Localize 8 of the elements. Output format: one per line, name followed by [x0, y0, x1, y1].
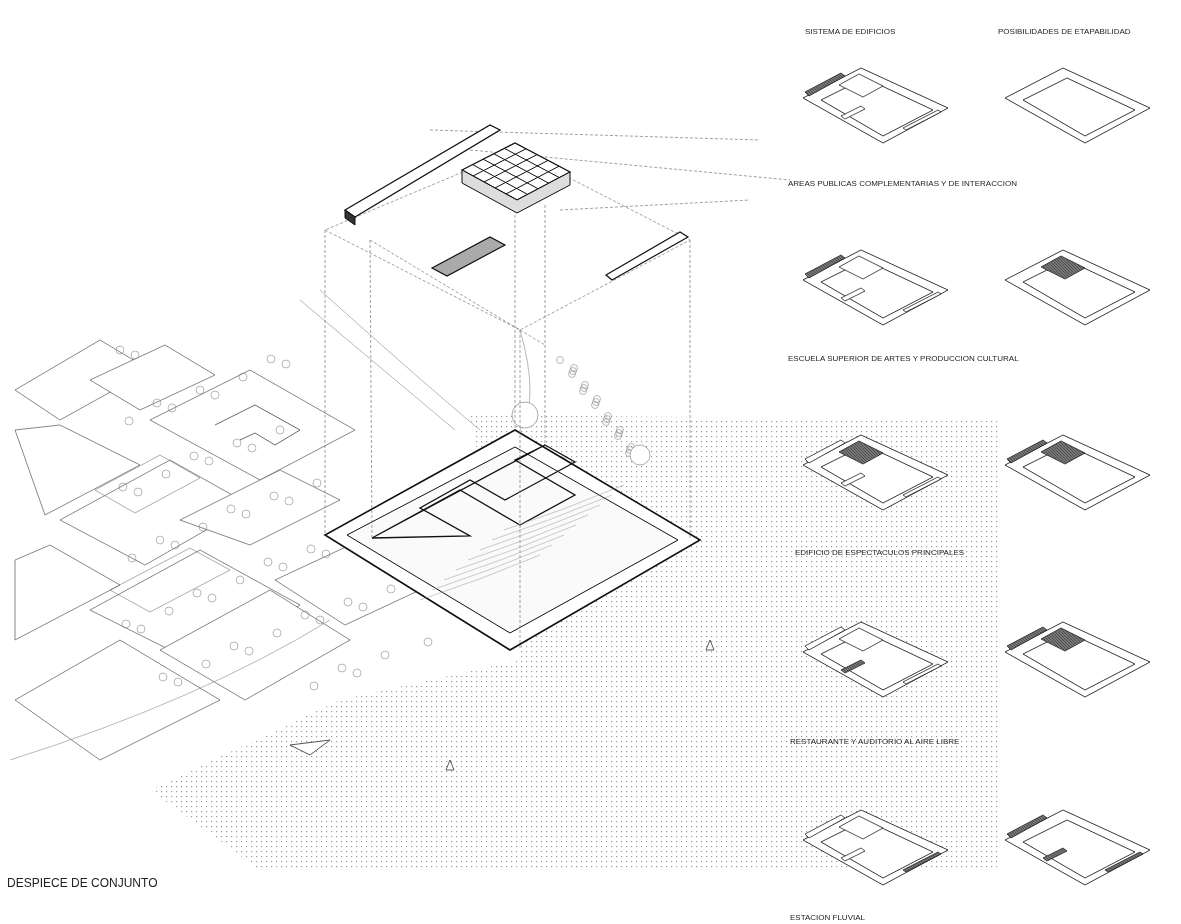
- row-caption: RESTAURANTE Y AUDITORIO AL AIRE LIBRE: [790, 737, 960, 746]
- row-caption: ESCUELA SUPERIOR DE ARTES Y PRODUCCION CULTURAL: [788, 354, 1019, 363]
- column-heading: POSIBILIDADES DE ETAPABILIDAD: [998, 27, 1131, 36]
- column-heading: SISTEMA DE EDIFICIOS: [805, 27, 896, 36]
- row-caption: AREAS PUBLICAS COMPLEMENTARIAS Y DE INTERACCION: [788, 179, 1017, 188]
- drawing-caption: DESPIECE DE CONJUNTO: [7, 876, 158, 890]
- row-caption: ESTACION FLUVIAL: [790, 913, 865, 922]
- row-caption: EDIFICIO DE ESPECTACULOS PRINCIPALES: [795, 548, 965, 557]
